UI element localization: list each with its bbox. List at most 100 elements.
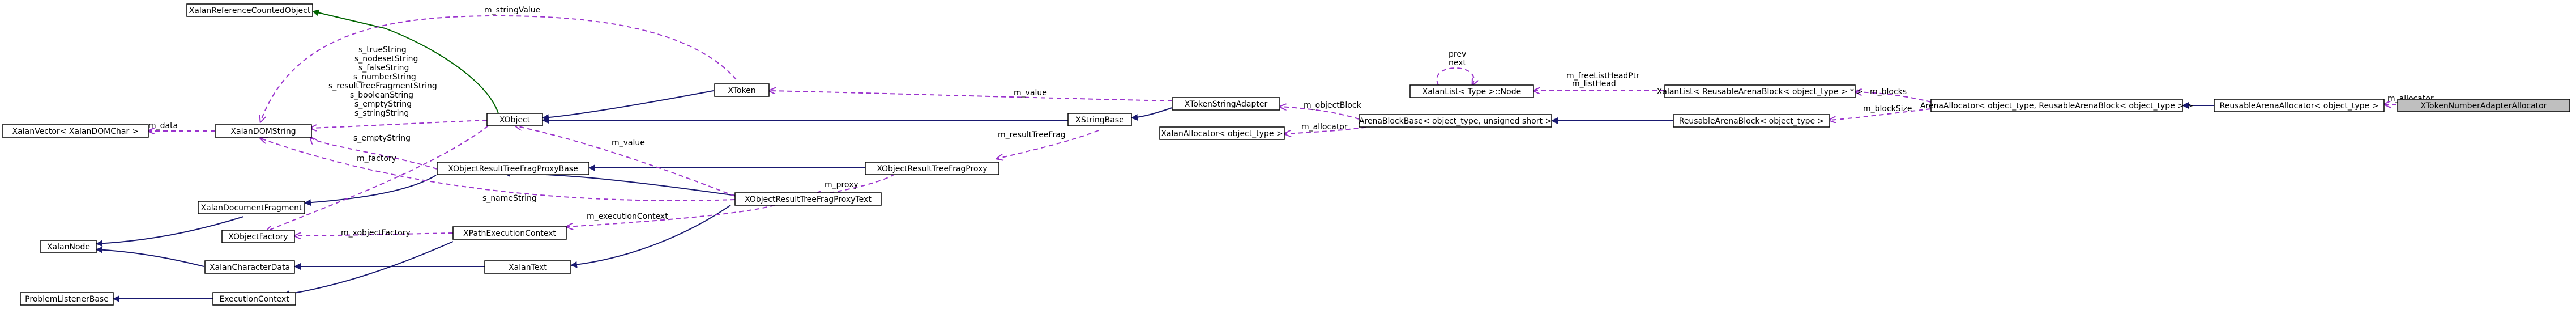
node-label: XalanDOMString xyxy=(230,127,296,136)
label-s-emptystring: s_emptyString xyxy=(353,134,411,143)
node-xalanallocator[interactable]: XalanAllocator< object_type > xyxy=(1159,126,1285,140)
edge-m-stringvalue xyxy=(260,15,737,122)
label-static-4: s_resultTreeFragmentString xyxy=(328,82,437,91)
node-problemlistenerbase[interactable]: ProblemListenerBase xyxy=(20,292,114,306)
node-xtokenstringadapter[interactable]: XTokenStringAdapter xyxy=(1172,97,1280,111)
label-m-objectblock: m_objectBlock xyxy=(1304,101,1362,110)
edge-s-namestring xyxy=(260,138,736,201)
node-reusablearenaallocator[interactable]: ReusableArenaAllocator< object_type > xyxy=(2214,99,2385,112)
label-m-freelistheadptr: m_freeListHeadPtr xyxy=(1566,71,1639,81)
edge-m-blocksize xyxy=(1829,108,1932,120)
node-label: XStringBase xyxy=(1075,116,1123,125)
label-static-1: s_nodesetString xyxy=(354,54,418,64)
edge-characterdata-to-xalannode xyxy=(96,246,204,267)
label-m-blocks: m_blocks xyxy=(1870,87,1907,96)
edge-m-executioncontext xyxy=(566,205,775,227)
node-reusablearenablock[interactable]: ReusableArenaBlock< object_type > xyxy=(1673,114,1830,128)
edge-m-xobjectfactory xyxy=(294,233,454,236)
node-label: XObjectResultTreeFragProxy xyxy=(877,164,987,173)
node-label: ExecutionContext xyxy=(219,295,289,304)
node-label: ReusableArenaAllocator< object_type > xyxy=(2220,101,2379,111)
node-label: XalanCharacterData xyxy=(210,263,290,272)
node-label: ReusableArenaBlock< object_type > xyxy=(1679,117,1825,126)
edge-m-blocks xyxy=(1855,92,1932,103)
edge-proxytext-to-proxybase xyxy=(503,170,737,196)
label-m-blocksize: m_blockSize xyxy=(1863,104,1912,113)
node-xobjectresulttreefragproxy[interactable]: XObjectResultTreeFragProxy xyxy=(865,162,999,175)
node-label: ArenaAllocator< object_type, ReusableAre… xyxy=(1920,101,2193,111)
edge-prev-next-self xyxy=(1436,67,1473,85)
node-xpathexecutioncontext[interactable]: XPathExecutionContext xyxy=(452,226,567,240)
edge-xtoken-to-xobject xyxy=(542,90,714,121)
edge-s-emptystring xyxy=(310,137,438,170)
edge-m-value-text xyxy=(515,126,736,197)
node-xobjectfactory[interactable]: XObjectFactory xyxy=(221,230,295,243)
label-static-7: s_stringString xyxy=(354,109,409,118)
label-m-executioncontext: m_executionContext xyxy=(587,212,668,221)
label-m-stringvalue: m_stringValue xyxy=(484,6,540,15)
node-label: XObjectFactory xyxy=(228,232,288,242)
node-arenaallocator[interactable]: ArenaAllocator< object_type, ReusableAre… xyxy=(1920,99,2193,112)
node-xalanlist-reusable[interactable]: XalanList< ReusableArenaBlock< object_ty… xyxy=(1657,84,1863,98)
node-xstringbase[interactable]: XStringBase xyxy=(1067,113,1132,126)
edge-m-proxy xyxy=(814,173,895,195)
node-xalandomstring[interactable]: XalanDOMString xyxy=(215,124,312,138)
edge-statics xyxy=(310,120,488,128)
node-label: XalanNode xyxy=(47,243,90,252)
label-m-xobjectfactory: m_xobjectFactory xyxy=(341,228,411,238)
node-xtokennumberadapterallocator[interactable]: XTokenNumberAdapterAllocator xyxy=(2397,99,2570,112)
label-next: next xyxy=(1449,58,1467,67)
label-m-factory: m_factory xyxy=(357,154,396,163)
label-m-value-text: m_value xyxy=(612,138,645,147)
label-static-2: s_falseString xyxy=(358,64,409,73)
nodes: XalanReferenceCountedObject XalanVector<… xyxy=(2,3,2570,306)
node-label: ProblemListenerBase xyxy=(25,295,109,304)
node-label: XTokenNumberAdapterAllocator xyxy=(2421,101,2547,111)
node-executioncontext[interactable]: ExecutionContext xyxy=(212,292,296,306)
label-static-0: s_trueString xyxy=(358,45,407,54)
label-static-6: s_emptyString xyxy=(354,100,412,109)
node-label: XObjectResultTreeFragProxyText xyxy=(745,195,872,204)
node-xalandocumentfragment[interactable]: XalanDocumentFragment xyxy=(198,201,305,214)
edge-xobject-to-referencecountedobject xyxy=(312,9,499,114)
edge-xpathexecutioncontext-to-executioncontext xyxy=(283,241,454,298)
label-m-allocator-adapter: m_allocator xyxy=(1301,122,1348,132)
edge-labels: m_stringValue m_data s_trueString s_node… xyxy=(148,6,2434,238)
node-label: XalanList< ReusableArenaBlock< object_ty… xyxy=(1657,87,1863,96)
label-prev: prev xyxy=(1449,50,1466,59)
node-label: ArenaBlockBase< object_type, unsigned sh… xyxy=(1359,117,1552,126)
node-label: XalanText xyxy=(509,263,547,272)
edge-m-factory xyxy=(266,125,489,231)
node-label: XalanVector< XalanDOMChar > xyxy=(12,127,139,136)
label-static-3: s_numberString xyxy=(353,73,416,82)
edge-proxybase-to-documentfragment xyxy=(304,175,437,206)
label-s-namestring: s_nameString xyxy=(482,194,537,203)
node-label: XalanDocumentFragment xyxy=(201,204,302,213)
node-xalannode[interactable]: XalanNode xyxy=(40,240,97,253)
node-arenablockbase[interactable]: ArenaBlockBase< object_type, unsigned sh… xyxy=(1359,114,1552,128)
node-xalanreferencecountedobject[interactable]: XalanReferenceCountedObject xyxy=(186,3,313,17)
label-m-value-token: m_value xyxy=(1014,88,1047,98)
node-label: XObjectResultTreeFragProxyBase xyxy=(448,164,578,173)
label-m-resulttreefrag: m_resultTreeFrag xyxy=(998,130,1066,139)
edge-m-resulttreefrag xyxy=(997,130,1099,159)
label-m-data: m_data xyxy=(148,121,178,130)
node-label: XTokenStringAdapter xyxy=(1185,100,1268,109)
node-xalanlist-node[interactable]: XalanList< Type >::Node xyxy=(1409,84,1534,98)
label-m-listhead: m_listHead xyxy=(1572,79,1616,88)
node-label: XalanAllocator< object_type > xyxy=(1161,129,1283,138)
node-xtoken[interactable]: XToken xyxy=(714,83,770,97)
edge-documentfragment-to-xalannode xyxy=(96,216,244,247)
node-label: XalanReferenceCountedObject xyxy=(189,6,311,15)
node-xalantext[interactable]: XalanText xyxy=(484,260,571,274)
edge-proxytext-to-xalantext xyxy=(570,205,731,268)
node-label: XObject xyxy=(499,116,531,125)
node-xobject[interactable]: XObject xyxy=(486,113,543,126)
node-xalanvector[interactable]: XalanVector< XalanDOMChar > xyxy=(2,124,149,138)
edge-m-value-token xyxy=(769,91,1173,101)
node-xobjectresulttreefragproxybase[interactable]: XObjectResultTreeFragProxyBase xyxy=(437,162,589,175)
label-m-proxy: m_proxy xyxy=(825,180,858,189)
node-xalancharacterdata[interactable]: XalanCharacterData xyxy=(204,260,295,274)
node-xobjectresulttreefragproxytext[interactable]: XObjectResultTreeFragProxyText xyxy=(734,192,882,206)
